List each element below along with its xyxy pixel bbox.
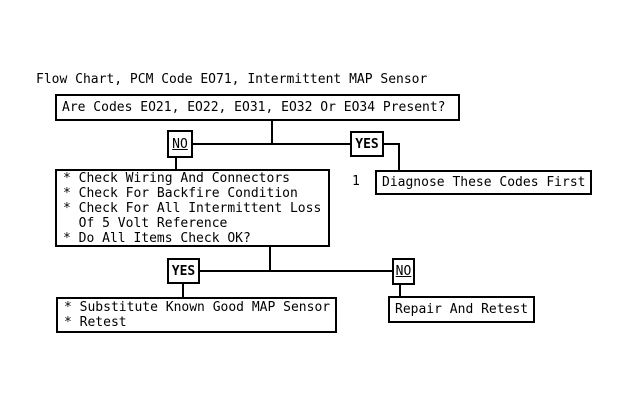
decision-yes-bottom-label: YES [171, 263, 196, 279]
connector-check-drop [269, 247, 271, 272]
connector-top-horizontal [193, 143, 351, 145]
flowchart-title: Flow Chart, PCM Code EO71, Intermittent … [36, 72, 428, 87]
connector-question-drop [271, 121, 273, 145]
check-box-line: Of 5 Volt Reference [63, 215, 228, 231]
check-box: * Check Wiring And Connectors * Check Fo… [55, 169, 330, 247]
decision-no-bottom: NO [392, 258, 415, 285]
connector-yes-top-drop [398, 143, 400, 170]
substitute-box: * Substitute Known Good MAP Sensor * Ret… [56, 297, 337, 333]
decision-yes-bottom: YES [167, 258, 200, 284]
question-box: Are Codes EO21, EO22, EO31, EO32 Or EO34… [55, 94, 460, 121]
check-box-line: * Check For All Intermittent Loss [63, 200, 322, 216]
connector-no-top-drop [175, 158, 177, 170]
check-box-line: * Check For Backfire Condition [63, 185, 298, 201]
substitute-box-line: * Substitute Known Good MAP Sensor [64, 300, 331, 315]
decision-no-top-label: NO [172, 136, 188, 152]
diagnose-ref-number: 1 [352, 174, 360, 189]
decision-yes-top-label: YES [355, 136, 379, 152]
question-box-label: Are Codes EO21, EO22, EO31, EO32 Or EO34… [62, 100, 446, 115]
repair-box-label: Repair And Retest [395, 302, 529, 317]
repair-box: Repair And Retest [388, 296, 535, 323]
diagnose-box-label: Diagnose These Codes First [382, 175, 586, 190]
check-box-line: * Check Wiring And Connectors [63, 170, 290, 186]
decision-no-top: NO [167, 130, 193, 158]
diagnose-box: Diagnose These Codes First [375, 170, 592, 195]
decision-no-bottom-label: NO [395, 264, 412, 279]
connector-no-bottom-drop [399, 285, 401, 296]
check-box-line: * Do All Items Check OK? [63, 230, 251, 246]
substitute-box-line: * Retest [64, 315, 127, 330]
connector-yes-bottom-drop [182, 284, 184, 297]
connector-bottom-horizontal [200, 270, 393, 272]
connector-yes-top-horizontal [384, 143, 400, 145]
decision-yes-top: YES [350, 131, 384, 157]
